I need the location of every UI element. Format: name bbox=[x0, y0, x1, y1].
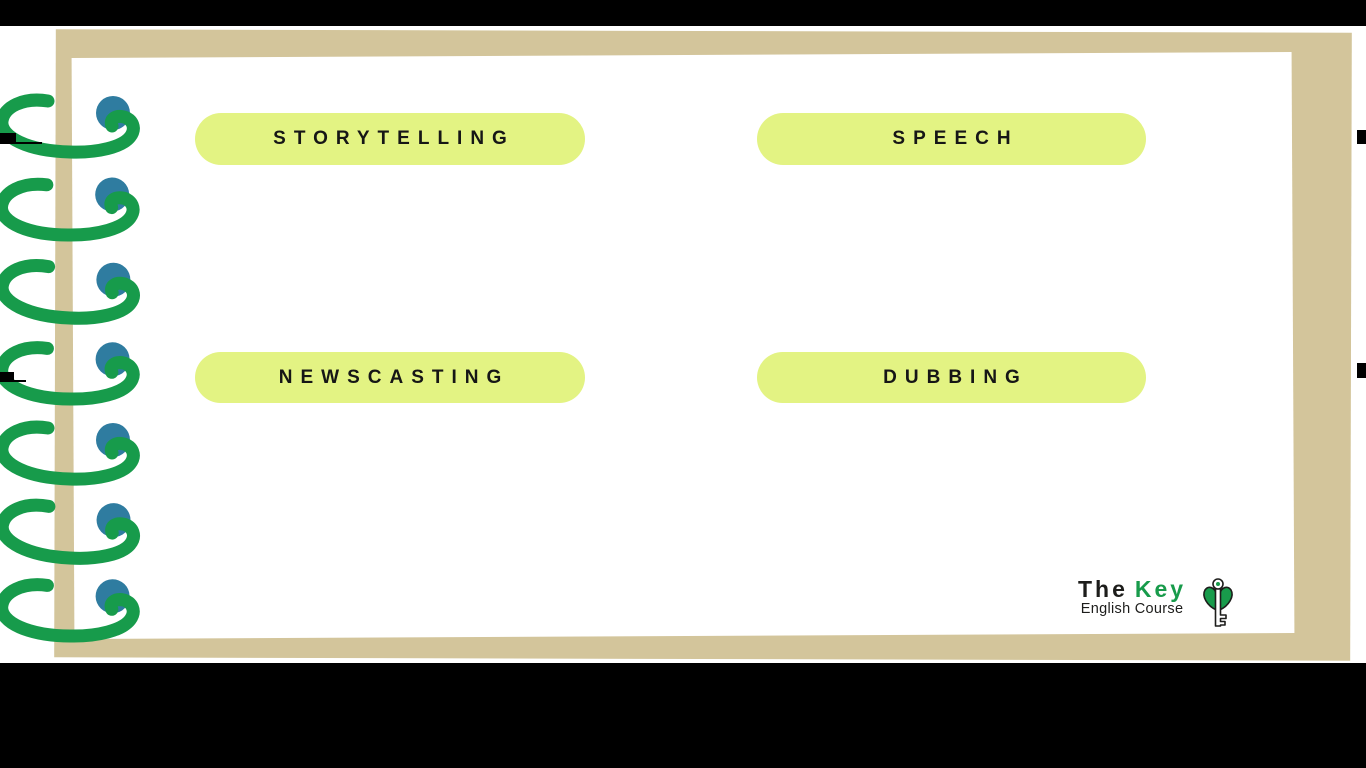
edge-artifact-left-1-line bbox=[0, 142, 42, 144]
spiral-ring bbox=[0, 420, 143, 502]
topic-pill-dubbing[interactable]: DUBBING bbox=[757, 352, 1146, 403]
topic-pill-storytelling[interactable]: STORYTELLING bbox=[195, 113, 585, 165]
topic-pill-speech[interactable]: SPEECH bbox=[757, 113, 1146, 165]
letterbox-top bbox=[0, 0, 1366, 26]
edge-artifact-left-1 bbox=[0, 133, 16, 143]
spiral-ring bbox=[0, 341, 144, 424]
letterbox-bottom bbox=[0, 663, 1366, 768]
spiral-ring bbox=[0, 175, 144, 260]
brand-subtitle: English Course bbox=[1080, 601, 1184, 617]
edge-artifact-left-2 bbox=[0, 372, 14, 381]
spiral-wire-icon bbox=[0, 93, 140, 159]
spiral-wire-icon bbox=[0, 177, 140, 242]
spiral-ring bbox=[0, 498, 144, 583]
spiral-wire-icon bbox=[0, 578, 140, 643]
brand-name-second: Key bbox=[1134, 576, 1187, 602]
spiral-ring bbox=[0, 578, 144, 661]
spiral-ring bbox=[0, 259, 144, 343]
edge-artifact-right-2 bbox=[1357, 363, 1366, 378]
topic-pill-label: NEWSCASTING bbox=[278, 366, 510, 388]
topic-pill-newscasting[interactable]: NEWSCASTING bbox=[195, 352, 585, 403]
edge-artifact-left-2-line bbox=[0, 380, 26, 382]
spiral-wire-icon bbox=[0, 420, 140, 486]
edge-artifact-right-1 bbox=[1357, 130, 1366, 144]
spiral-wire-icon bbox=[0, 259, 140, 325]
key-icon bbox=[1203, 578, 1233, 627]
spiral-ring bbox=[0, 93, 143, 175]
topic-pill-label: SPEECH bbox=[892, 128, 1019, 149]
topic-pill-label: STORYTELLING bbox=[273, 128, 515, 149]
spiral-wire-icon bbox=[0, 341, 140, 406]
spiral-wire-icon bbox=[0, 498, 140, 565]
brand-name-first: The bbox=[1078, 576, 1128, 602]
topic-pill-label: DUBBING bbox=[883, 366, 1028, 388]
